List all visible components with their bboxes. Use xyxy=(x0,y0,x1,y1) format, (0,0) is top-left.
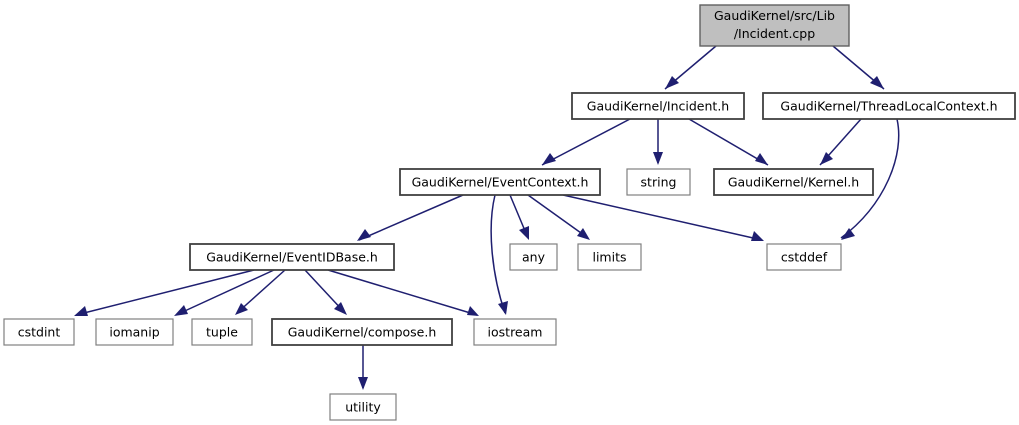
arrowhead-eventcontext_h-to-any xyxy=(519,226,529,240)
node-box-cstdint xyxy=(3,318,75,346)
arrowhead-eventcontext_h-to-eventidbase_h xyxy=(357,229,371,241)
arrowhead-root-to-threadlocalcontext_h xyxy=(870,76,884,89)
arrowhead-incident_h-to-string xyxy=(653,152,663,165)
graph-node-kernel_h[interactable]: GaudiKernel/Kernel.h xyxy=(713,168,874,196)
arrowhead-eventcontext_h-to-cstddef xyxy=(751,231,764,241)
edge-eventcontext_h-to-eventidbase_h xyxy=(358,194,464,241)
node-box-eventcontext_h xyxy=(399,168,601,196)
edge-threadlocalcontext_h-to-cstddef xyxy=(840,118,900,239)
graph-edges xyxy=(74,45,900,390)
arrowhead-eventcontext_h-to-iostream xyxy=(498,301,508,315)
arrowhead-eventidbase_h-to-iomanip xyxy=(174,305,188,316)
edge-incident_h-to-eventcontext_h xyxy=(541,118,631,166)
graph-node-root[interactable]: GaudiKernel/src/Lib/Incident.cpp xyxy=(699,4,850,47)
node-label-compose_h: GaudiKernel/compose.h xyxy=(288,325,437,340)
arrowhead-eventcontext_h-to-limits xyxy=(577,228,590,240)
graph-node-eventcontext_h[interactable]: GaudiKernel/EventContext.h xyxy=(399,168,601,196)
node-label-incident_h: GaudiKernel/Incident.h xyxy=(587,99,729,114)
node-label-root-line2: /Incident.cpp xyxy=(734,26,815,41)
node-box-any xyxy=(509,243,558,271)
arrowhead-incident_h-to-eventcontext_h xyxy=(542,153,556,165)
node-label-cstddef: cstddef xyxy=(781,250,828,265)
graph-node-threadlocalcontext_h[interactable]: GaudiKernel/ThreadLocalContext.h xyxy=(762,92,1016,120)
arrowhead-compose_h-to-utility xyxy=(358,377,368,390)
node-box-root xyxy=(699,4,850,47)
arrowhead-eventidbase_h-to-compose_h xyxy=(334,302,347,315)
node-box-kernel_h xyxy=(713,168,874,196)
arrowhead-threadlocalcontext_h-to-kernel_h xyxy=(820,152,833,165)
graph-node-iostream[interactable]: iostream xyxy=(473,318,557,346)
graph-nodes: GaudiKernel/src/Lib/Incident.cppGaudiKer… xyxy=(3,4,1016,421)
graph-node-cstddef[interactable]: cstddef xyxy=(766,243,842,271)
arrowhead-incident_h-to-kernel_h xyxy=(755,153,768,165)
arrowhead-eventidbase_h-to-iostream xyxy=(467,306,479,316)
node-box-incident_h xyxy=(571,92,745,120)
edge-eventidbase_h-to-cstdint xyxy=(75,269,255,316)
node-label-limits: limits xyxy=(592,250,626,265)
edge-eventcontext_h-to-cstddef xyxy=(562,194,763,241)
arrowhead-eventidbase_h-to-tuple xyxy=(235,303,248,315)
node-box-limits xyxy=(577,243,642,271)
arrowhead-root-to-incident_h xyxy=(665,76,679,89)
node-box-eventidbase_h xyxy=(189,243,395,271)
node-label-utility: utility xyxy=(345,400,381,415)
arrowhead-threadlocalcontext_h-to-cstddef xyxy=(841,228,855,240)
edge-eventcontext_h-to-limits xyxy=(527,194,589,239)
arrowhead-eventidbase_h-to-cstdint xyxy=(74,306,88,316)
graph-node-string[interactable]: string xyxy=(626,168,691,196)
graph-node-incident_h[interactable]: GaudiKernel/Incident.h xyxy=(571,92,745,120)
graph-node-compose_h[interactable]: GaudiKernel/compose.h xyxy=(271,318,453,346)
node-box-threadlocalcontext_h xyxy=(762,92,1016,120)
node-box-compose_h xyxy=(271,318,453,346)
graph-node-iomanip[interactable]: iomanip xyxy=(95,318,174,346)
node-label-kernel_h: GaudiKernel/Kernel.h xyxy=(728,175,859,190)
edge-eventidbase_h-to-iomanip xyxy=(175,269,275,316)
graph-node-any[interactable]: any xyxy=(509,243,558,271)
node-label-cstdint: cstdint xyxy=(18,325,61,340)
graph-node-utility[interactable]: utility xyxy=(329,393,397,421)
node-label-any: any xyxy=(522,250,546,265)
node-label-eventidbase_h: GaudiKernel/EventIDBase.h xyxy=(206,250,378,265)
node-box-utility xyxy=(329,393,397,421)
edge-eventidbase_h-to-tuple xyxy=(236,269,286,314)
edge-eventcontext_h-to-iostream xyxy=(490,194,506,314)
edge-eventidbase_h-to-iostream xyxy=(327,269,478,316)
node-box-iostream xyxy=(473,318,557,346)
graph-node-cstdint[interactable]: cstdint xyxy=(3,318,75,346)
node-label-iostream: iostream xyxy=(488,325,543,340)
graph-node-eventidbase_h[interactable]: GaudiKernel/EventIDBase.h xyxy=(189,243,395,271)
node-label-eventcontext_h: GaudiKernel/EventContext.h xyxy=(412,175,589,190)
graph-node-tuple[interactable]: tuple xyxy=(191,318,253,346)
node-box-tuple xyxy=(191,318,253,346)
node-box-string xyxy=(626,168,691,196)
node-box-iomanip xyxy=(95,318,174,346)
node-label-root-line1: GaudiKernel/src/Lib xyxy=(714,8,835,23)
node-label-string: string xyxy=(641,175,677,190)
node-label-iomanip: iomanip xyxy=(109,325,159,340)
edge-incident_h-to-kernel_h xyxy=(688,118,769,166)
node-label-threadlocalcontext_h: GaudiKernel/ThreadLocalContext.h xyxy=(780,99,997,114)
node-box-cstddef xyxy=(766,243,842,271)
graph-node-limits[interactable]: limits xyxy=(577,243,642,271)
node-label-tuple: tuple xyxy=(206,325,238,340)
